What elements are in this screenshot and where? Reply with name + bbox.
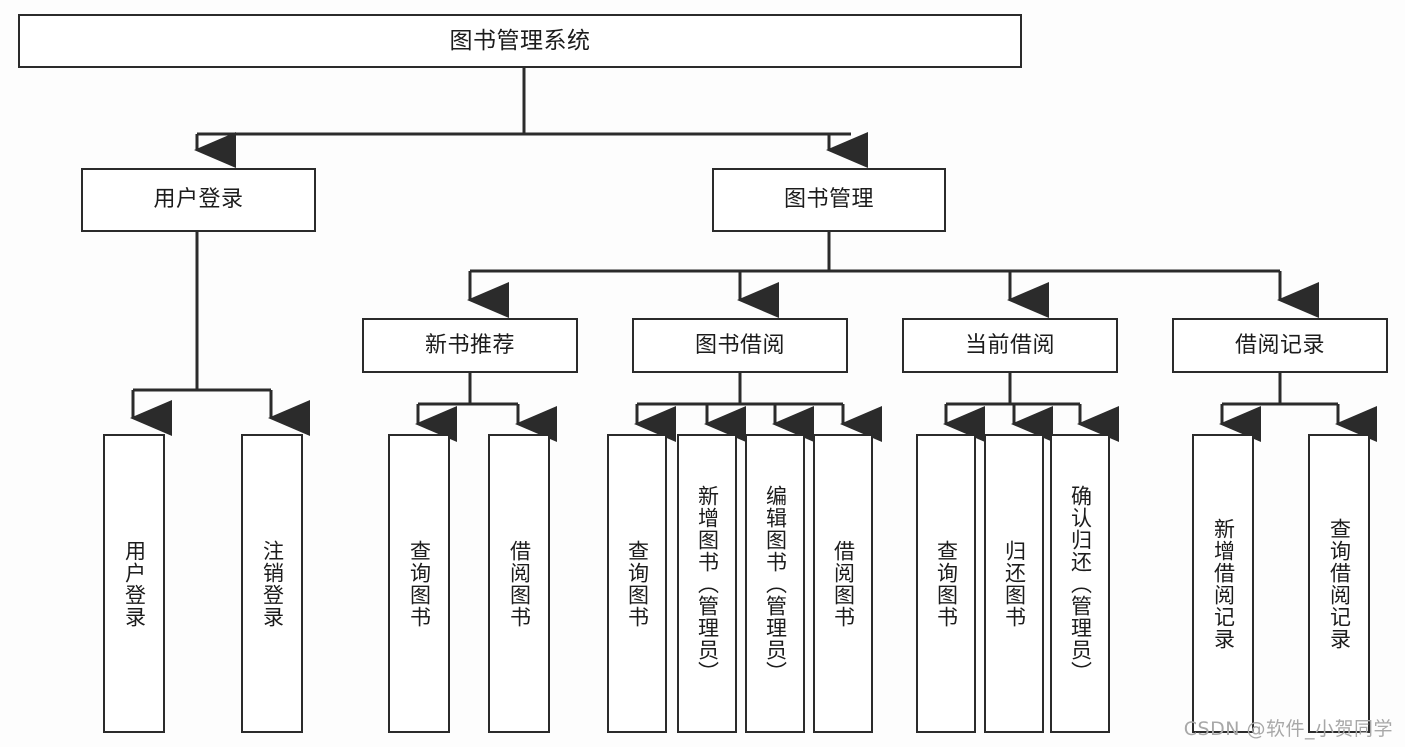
node-leaf-user-login[interactable]: 用户登录 <box>103 434 165 733</box>
node-book-borrow[interactable]: 图书借阅 <box>632 318 848 373</box>
node-label: 借阅记录 <box>1234 332 1325 358</box>
node-leaf-edit-book[interactable]: 编辑图书（管理员） <box>745 434 805 733</box>
node-book-manage[interactable]: 图书管理 <box>712 168 946 232</box>
node-leaf-query-book-1[interactable]: 查询图书 <box>388 434 450 733</box>
node-label: 借阅图书 <box>831 539 856 628</box>
node-label: 新增借阅记录 <box>1211 517 1236 650</box>
node-label: 查询图书 <box>625 539 650 628</box>
node-user-login[interactable]: 用户登录 <box>81 168 316 232</box>
node-leaf-logout-login[interactable]: 注销登录 <box>241 434 303 733</box>
node-root-system[interactable]: 图书管理系统 <box>18 14 1022 68</box>
node-label: 借阅图书 <box>507 539 532 628</box>
node-label: 编辑图书（管理员） <box>763 484 788 683</box>
node-leaf-query-book-3[interactable]: 查询图书 <box>916 434 976 733</box>
node-leaf-borrow-book-1[interactable]: 借阅图书 <box>488 434 550 733</box>
node-label: 用户登录 <box>122 539 147 628</box>
node-borrow-record[interactable]: 借阅记录 <box>1172 318 1388 373</box>
node-label: 查询借阅记录 <box>1327 517 1352 650</box>
node-leaf-return-book[interactable]: 归还图书 <box>984 434 1044 733</box>
node-leaf-query-record[interactable]: 查询借阅记录 <box>1308 434 1370 733</box>
node-label: 新书推荐 <box>424 332 515 358</box>
node-label: 图书管理系统 <box>449 27 591 54</box>
node-label: 归还图书 <box>1002 539 1027 628</box>
node-label: 查询图书 <box>407 539 432 628</box>
node-label: 当前借阅 <box>964 332 1055 358</box>
node-label: 确认归还（管理员） <box>1068 484 1093 683</box>
node-label: 图书管理 <box>783 187 874 213</box>
node-leaf-add-record[interactable]: 新增借阅记录 <box>1192 434 1254 733</box>
node-label: 用户登录 <box>153 187 244 213</box>
node-label: 查询图书 <box>934 539 959 628</box>
node-leaf-confirm-return[interactable]: 确认归还（管理员） <box>1050 434 1110 733</box>
node-leaf-query-book-2[interactable]: 查询图书 <box>607 434 667 733</box>
node-label: 图书借阅 <box>694 332 785 358</box>
node-leaf-borrow-book-2[interactable]: 借阅图书 <box>813 434 873 733</box>
node-label: 注销登录 <box>260 539 285 628</box>
node-new-book-recommend[interactable]: 新书推荐 <box>362 318 578 373</box>
node-label: 新增图书（管理员） <box>695 484 720 683</box>
node-current-borrow[interactable]: 当前借阅 <box>902 318 1118 373</box>
node-leaf-add-book[interactable]: 新增图书（管理员） <box>677 434 737 733</box>
